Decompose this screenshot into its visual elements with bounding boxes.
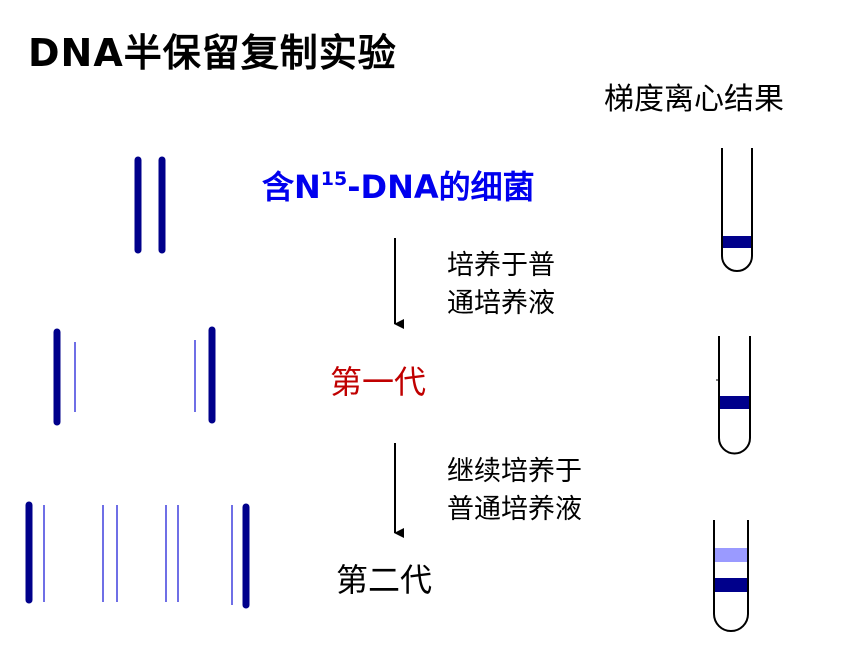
second-gen-dna-molecule-1 [29, 505, 44, 602]
centrifuge-tube-first-gen [716, 336, 750, 454]
centrifuge-tube-parent [722, 148, 752, 271]
centrifuge-tube-second-gen [714, 520, 748, 631]
first-gen-dna-molecule-1 [57, 332, 75, 422]
intermediate-dna-band [715, 578, 747, 592]
second-gen-dna-molecule-4 [232, 505, 246, 605]
light-dna-band [715, 548, 747, 562]
second-gen-dna-molecule-3 [166, 505, 178, 602]
first-gen-dna-molecule-2 [195, 330, 212, 420]
parent-dna-molecule [138, 160, 162, 250]
heavy-dna-band [723, 236, 751, 248]
intermediate-dna-band [720, 396, 749, 409]
second-gen-dna-molecule-2 [103, 505, 117, 602]
